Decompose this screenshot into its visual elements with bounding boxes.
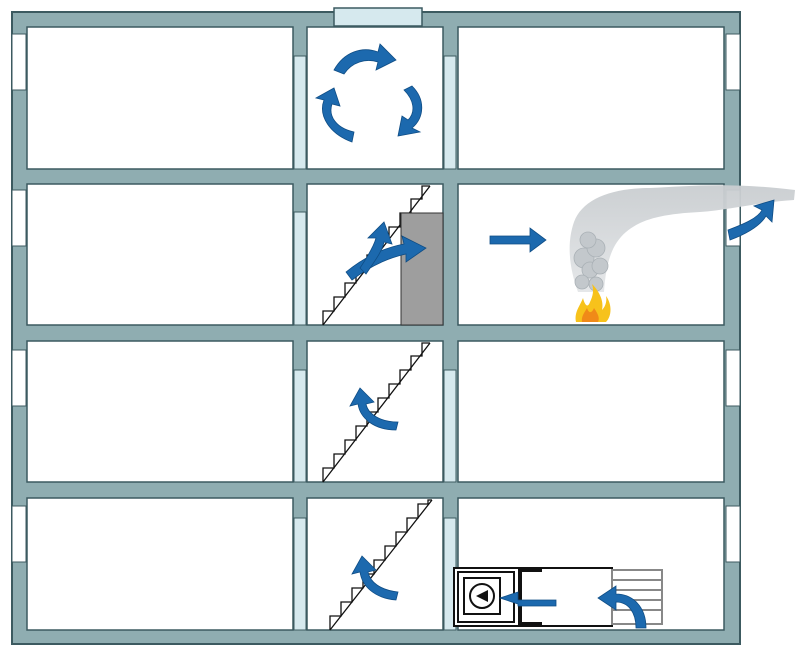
glass-panel bbox=[443, 55, 457, 170]
window bbox=[11, 189, 27, 247]
window bbox=[725, 33, 741, 91]
glass-panel bbox=[293, 369, 307, 483]
airflow-arrow-icon bbox=[351, 555, 399, 601]
smoke-plume bbox=[569, 185, 795, 292]
airflow-arrow-icon bbox=[314, 87, 355, 143]
open-stair-door bbox=[400, 212, 444, 326]
airflow-arrow-icon bbox=[489, 227, 547, 253]
smoke-billow bbox=[573, 231, 609, 292]
glass-panel bbox=[293, 55, 307, 170]
stair-flight-ground bbox=[329, 499, 433, 631]
stairwell-glazing bbox=[293, 55, 457, 631]
duct-inner bbox=[522, 572, 610, 622]
window bbox=[725, 505, 741, 563]
fire-flame bbox=[575, 284, 611, 322]
glass-panel bbox=[293, 517, 307, 631]
roof-vent-window bbox=[333, 7, 423, 27]
room-top-right bbox=[457, 26, 725, 170]
room-fire-floor-left bbox=[26, 183, 294, 326]
fire-icon bbox=[575, 284, 611, 322]
airflow-arrow-icon bbox=[349, 387, 399, 431]
airflow-arrows bbox=[314, 43, 775, 629]
fire-core bbox=[581, 308, 599, 322]
glass-panel bbox=[293, 211, 307, 326]
fan-icon bbox=[463, 577, 501, 615]
room-ground-left bbox=[26, 497, 294, 631]
room-second-right bbox=[457, 340, 725, 483]
airflow-arrow-icon bbox=[397, 85, 423, 137]
airflow-arrow-icon bbox=[727, 199, 775, 241]
stair-steps-second bbox=[322, 342, 430, 482]
room-second-left bbox=[26, 340, 294, 483]
window bbox=[11, 33, 27, 91]
window bbox=[11, 505, 27, 563]
stair-steps-ground bbox=[329, 499, 432, 630]
stair-shaft-ground bbox=[306, 497, 444, 631]
window bbox=[11, 349, 27, 407]
airflow-arrow-icon bbox=[333, 43, 397, 75]
airflow-arrow-icon bbox=[597, 585, 647, 629]
window bbox=[725, 349, 741, 407]
glass-panel bbox=[443, 369, 457, 483]
air-handling-unit bbox=[453, 567, 663, 627]
smoke-plume-icon bbox=[569, 185, 795, 292]
airflow-arrow-icon bbox=[359, 221, 393, 275]
room-top-left bbox=[26, 26, 294, 170]
airflow-arrow-icon bbox=[498, 591, 557, 607]
